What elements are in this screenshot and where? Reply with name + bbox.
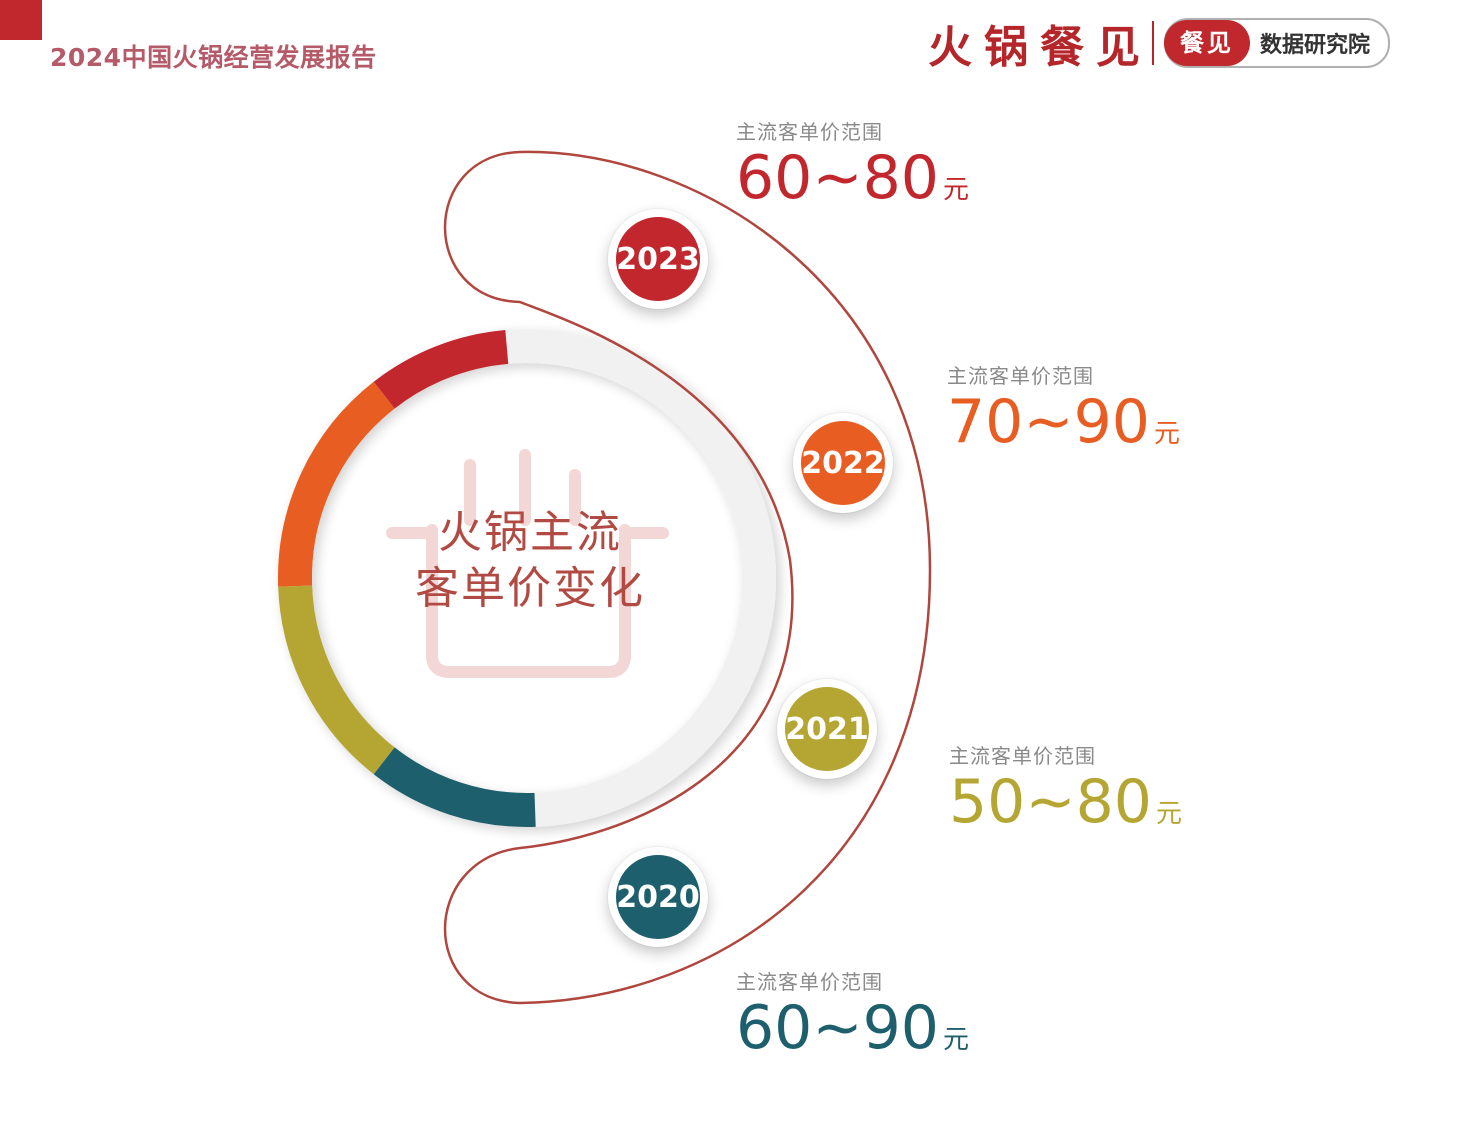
brand-pill-text: 数据研究院: [1260, 33, 1371, 58]
center-title-line2: 客单价变化: [415, 563, 645, 614]
center-title: 火锅主流 客单价变化: [380, 505, 680, 617]
range-text: 70~90: [947, 387, 1150, 457]
report-title: 2024中国火锅经营发展报告: [50, 43, 377, 72]
range-label: 主流客单价范围: [736, 970, 883, 994]
center-title-line1: 火锅主流: [438, 507, 622, 558]
timeline-curve: [443, 150, 932, 1005]
brand-pill-badge: 餐见: [1164, 20, 1250, 66]
brand-pill: 餐见 数据研究院: [1164, 18, 1391, 68]
year-badge-2020: 2020: [608, 847, 708, 947]
range-unit: 元: [1155, 799, 1182, 829]
year-badge-2021: 2021: [777, 679, 877, 779]
brand-name: 火锅餐见: [928, 22, 1152, 73]
corner-accent-block: [0, 0, 42, 40]
hotpot-watermark-icon: [386, 449, 669, 678]
range-unit: 元: [1153, 419, 1180, 449]
ring-segment-2022: [278, 381, 395, 587]
range-unit: 元: [942, 1025, 969, 1055]
range-label: 主流客单价范围: [736, 120, 883, 144]
brand-logo: 火锅餐见 餐见 数据研究院: [928, 14, 1391, 73]
year-badge-2022: 2022: [793, 413, 893, 513]
brand-divider: [1152, 21, 1154, 65]
year-badge-2023: 2023: [608, 209, 708, 309]
range-unit: 元: [942, 175, 969, 205]
range-text: 50~80: [949, 767, 1152, 837]
range-text: 60~80: [736, 143, 939, 213]
ring-segment-2020: [373, 747, 536, 827]
range-label: 主流客单价范围: [947, 364, 1094, 388]
range-label: 主流客单价范围: [949, 744, 1096, 768]
ring-segment-2023: [373, 329, 509, 409]
range-text: 60~90: [736, 993, 939, 1063]
ring-segment-2021: [278, 585, 395, 775]
